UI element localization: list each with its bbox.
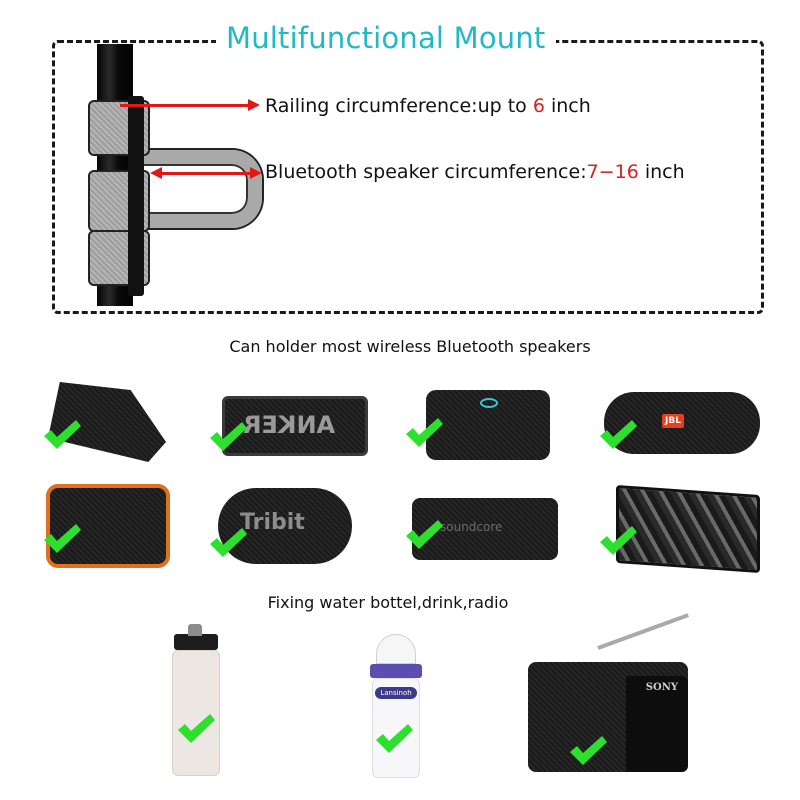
checkmark-icon — [176, 714, 216, 744]
speakers-caption: Can holder most wireless Bluetooth speak… — [229, 337, 591, 356]
checkmark-icon — [598, 420, 638, 450]
fixing-item: SONY — [524, 613, 694, 778]
speaker-item — [596, 484, 766, 576]
mount-buckle — [128, 96, 144, 296]
checkmark-icon — [208, 422, 248, 452]
railing-arrow-icon — [120, 99, 260, 111]
rugged-speaker-image — [46, 484, 170, 568]
bottle-nipple — [376, 634, 416, 664]
speaker-item: Tribit — [208, 484, 358, 574]
speaker-brand: JBL — [662, 414, 684, 428]
speaker-item: ANKER — [208, 384, 378, 464]
anker-speaker-image: ANKER — [222, 396, 368, 456]
speaker-double-arrow-icon — [150, 167, 262, 179]
checkmark-icon — [598, 526, 638, 556]
water-bottle-image — [172, 650, 220, 776]
radio-image: SONY — [528, 662, 688, 772]
bottle-collar — [370, 664, 422, 678]
speaker-spec-value: 7−16 — [586, 161, 639, 183]
touch-ring-icon — [480, 398, 498, 408]
speaker-item — [400, 380, 550, 470]
radio-brand: SONY — [645, 682, 678, 693]
checkmark-icon — [42, 420, 82, 450]
speaker-brand: soundcore — [440, 520, 503, 534]
radio-antenna — [597, 613, 689, 650]
tribit-speaker-image: Tribit — [218, 488, 352, 564]
speaker-brand: ANKER — [243, 411, 336, 439]
speaker-item: soundcore — [404, 494, 564, 574]
speaker-item — [40, 480, 180, 575]
checkmark-icon — [568, 736, 608, 766]
bottle-cap — [174, 634, 218, 650]
baby-bottle-image: Lansinoh — [372, 678, 420, 778]
radio-dial-panel — [626, 676, 688, 772]
checkmark-icon — [404, 418, 444, 448]
railing-spec-value: 6 — [532, 95, 545, 117]
railing-spec-unit: inch — [544, 95, 591, 117]
speaker-spec-unit: inch — [638, 161, 685, 183]
checkmark-icon — [208, 528, 248, 558]
mount-title: Multifunctional Mount — [216, 18, 556, 58]
speaker-spec-label: Bluetooth speaker circumference: — [265, 161, 587, 183]
speaker-item: JBL — [596, 386, 766, 466]
railing-spec: Railing circumference:up to 6 inch — [265, 95, 591, 117]
fixing-item: Lansinoh — [366, 634, 426, 784]
railing-spec-label: Railing circumference:up to — [265, 95, 533, 117]
bottle-brand: Lansinoh — [375, 687, 417, 699]
fixing-caption: Fixing water bottel,drink,radio — [267, 593, 509, 612]
bottle-nozzle — [188, 624, 202, 636]
checkmark-icon — [374, 724, 414, 754]
speaker-item — [40, 378, 180, 468]
speaker-brand: Tribit — [240, 510, 305, 535]
checkmark-icon — [42, 524, 82, 554]
touch-speaker-image — [426, 390, 550, 460]
speaker-spec: Bluetooth speaker circumference:7−16 inc… — [265, 161, 685, 183]
checkmark-icon — [404, 520, 444, 550]
fixing-item — [166, 622, 226, 782]
